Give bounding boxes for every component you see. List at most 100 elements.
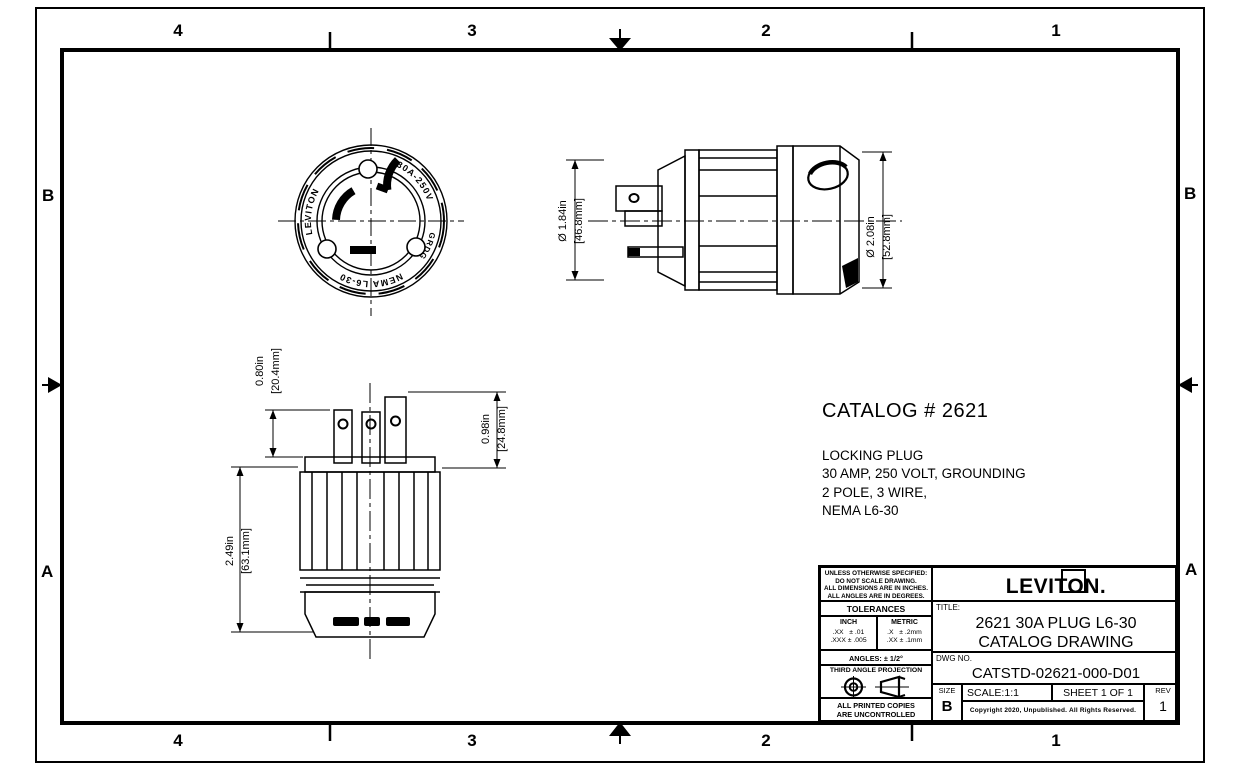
front-face-view: LEVITON 30A-250V GRDG NEMA L6-30 bbox=[278, 128, 464, 316]
title-cell: TITLE: 2621 30A PLUG L6-30 CATALOG DRAWI… bbox=[933, 602, 1179, 653]
centering-arrow-top-icon bbox=[609, 29, 631, 51]
size-value: B bbox=[941, 698, 953, 715]
face-marking-rating: 30A-250V bbox=[395, 159, 434, 202]
svg-text:30A-250V: 30A-250V bbox=[395, 159, 435, 202]
third-angle-projection-icon bbox=[841, 675, 909, 697]
rev-cell: REV 1 bbox=[1145, 685, 1181, 720]
side-view: Ø 1.84in [46.8mm] Ø 2.08in [52.8mm] bbox=[557, 145, 902, 295]
dim-text-blade-long-mm: [24.8mm] bbox=[496, 406, 508, 452]
note-line: ALL DIMENSIONS ARE IN INCHES. bbox=[824, 585, 928, 593]
screw-hole bbox=[406, 237, 426, 257]
dim-body-length bbox=[231, 466, 313, 633]
zone-row-b-left: B bbox=[42, 186, 55, 205]
dim-body-dia bbox=[862, 151, 892, 289]
scale-cell: SCALE:1:1 bbox=[963, 685, 1053, 702]
zone-col-1-bottom: 1 bbox=[1051, 731, 1061, 750]
catalog-line: LOCKING PLUG bbox=[822, 448, 924, 463]
blade-x bbox=[333, 409, 353, 464]
dim-text-body-length: 2.49in bbox=[224, 536, 236, 566]
dwg-no-cell: DWG NO. CATSTD-02621-000-D01 bbox=[933, 653, 1179, 685]
title-label: TITLE: bbox=[936, 603, 961, 612]
neutral-blade-slot bbox=[350, 246, 376, 254]
note-line: UNLESS OTHERWISE SPECIFIED: bbox=[824, 570, 928, 577]
size-label: SIZE bbox=[938, 686, 956, 695]
dim-front-dia bbox=[566, 159, 604, 281]
zone-row-a-right: A bbox=[1185, 560, 1198, 579]
sheet-cell: SHEET 1 OF 1 bbox=[1053, 685, 1145, 702]
general-notes: UNLESS OTHERWISE SPECIFIED: DO NOT SCALE… bbox=[821, 568, 933, 602]
size-cell: SIZE B bbox=[933, 685, 963, 720]
zone-col-3-top: 3 bbox=[467, 21, 477, 40]
catalog-line: 30 AMP, 250 VOLT, GROUNDING bbox=[822, 466, 1026, 482]
dim-blade-long bbox=[408, 391, 506, 469]
inch-tolerances: INCH .XX ± .01 .XXX ± .005 bbox=[821, 617, 878, 649]
dim-blade-short bbox=[265, 409, 330, 458]
projection-cell: THIRD ANGLE PROJECTION bbox=[821, 666, 933, 699]
uncontrolled-note: ALL PRINTED COPIES ARE UNCONTROLLED bbox=[821, 699, 933, 720]
zone-col-2-top: 2 bbox=[761, 21, 771, 40]
molded-marking bbox=[333, 617, 410, 626]
uncontrolled-line: ALL PRINTED COPIES bbox=[837, 701, 915, 710]
dim-text-front-dia: Ø 1.84in bbox=[557, 200, 569, 242]
logo-text: LEVITON. bbox=[1005, 575, 1107, 598]
dwg-number: CATSTD-02621-000-D01 bbox=[971, 665, 1141, 682]
rev-label: REV bbox=[1155, 686, 1171, 695]
centering-arrow-left-icon bbox=[42, 377, 62, 393]
logo-square bbox=[1061, 569, 1086, 593]
projection-label: THIRD ANGLE PROJECTION bbox=[829, 667, 923, 674]
screw-hole bbox=[358, 159, 378, 179]
centering-arrows bbox=[42, 29, 1198, 744]
drawing-title-line1: 2621 30A PLUG L6-30 bbox=[975, 615, 1137, 632]
angles-tolerance: ANGLES: ± 1/2° bbox=[821, 651, 933, 666]
zone-col-4-bottom: 4 bbox=[173, 731, 183, 750]
dim-text-body-dia-mm: [52.8mm] bbox=[881, 214, 893, 260]
metric-tol-row: .XX ± .1mm bbox=[886, 637, 923, 645]
dim-text-blade-long: 0.98in bbox=[480, 414, 492, 444]
note-line: DO NOT SCALE DRAWING. bbox=[835, 577, 917, 585]
inch-header: INCH bbox=[839, 619, 858, 626]
dim-text-blade-short: 0.80in bbox=[254, 356, 266, 386]
blade-y bbox=[361, 411, 381, 464]
dwg-no-label: DWG NO. bbox=[936, 654, 972, 663]
tolerances-table: INCH .XX ± .01 .XXX ± .005 METRIC .X ± .… bbox=[821, 617, 933, 651]
uncontrolled-line: ARE UNCONTROLLED bbox=[836, 710, 916, 720]
zone-ticks bbox=[328, 32, 914, 741]
plug-body-ribbed bbox=[698, 149, 778, 291]
title-block: UNLESS OTHERWISE SPECIFIED: DO NOT SCALE… bbox=[818, 565, 1181, 723]
zone-col-4-top: 4 bbox=[173, 21, 183, 40]
plug-skirt bbox=[304, 591, 436, 638]
metric-tol-row: .X ± .2mm bbox=[887, 628, 922, 636]
zone-row-b-right: B bbox=[1184, 184, 1197, 203]
catalog-line: 2 POLE, 3 WIRE, bbox=[822, 484, 928, 500]
note-line: ALL ANGLES ARE IN DEGREES. bbox=[827, 593, 925, 601]
centering-arrow-bottom-icon bbox=[609, 722, 631, 744]
screw-hole bbox=[317, 239, 337, 259]
dim-text-front-dia-mm: [46.8mm] bbox=[573, 198, 585, 244]
inch-tol-row: .XX ± .01 bbox=[832, 628, 865, 636]
ground-blade-hook bbox=[375, 182, 390, 194]
catalog-annotation: CATALOG # 2621 LOCKING PLUG 30 AMP, 250 … bbox=[822, 400, 1026, 521]
catalog-line: NEMA L6-30 bbox=[822, 503, 899, 519]
centering-arrow-right-icon bbox=[1178, 377, 1198, 393]
zone-row-a-left: A bbox=[41, 562, 54, 581]
ground-blade-slot bbox=[383, 146, 462, 225]
zone-col-2-bottom: 2 bbox=[761, 731, 771, 750]
ground-blade-step bbox=[624, 210, 663, 227]
drawing-title-line2: CATALOG DRAWING bbox=[978, 634, 1134, 651]
tolerances-header: TOLERANCES bbox=[821, 602, 933, 617]
dim-text-blade-short-mm: [20.4mm] bbox=[270, 348, 282, 394]
upright-view: 0.80in [20.4mm] 0.98in [24.8mm] 2.49in [… bbox=[224, 348, 508, 662]
inch-tol-row: .XXX ± .005 bbox=[830, 637, 867, 645]
zone-col-1-top: 1 bbox=[1051, 21, 1061, 40]
catalog-heading: CATALOG # 2621 bbox=[822, 400, 989, 422]
leviton-logo: LEVITON. bbox=[933, 568, 1179, 602]
zone-col-3-bottom: 3 bbox=[467, 731, 477, 750]
dim-text-body-dia: Ø 2.08in bbox=[865, 216, 877, 258]
plug-body bbox=[299, 471, 441, 571]
rev-value: 1 bbox=[1159, 698, 1167, 714]
outer-border bbox=[35, 7, 1205, 763]
plug-flange bbox=[776, 145, 794, 295]
metric-header: METRIC bbox=[891, 619, 918, 626]
blade-ground bbox=[384, 396, 407, 464]
